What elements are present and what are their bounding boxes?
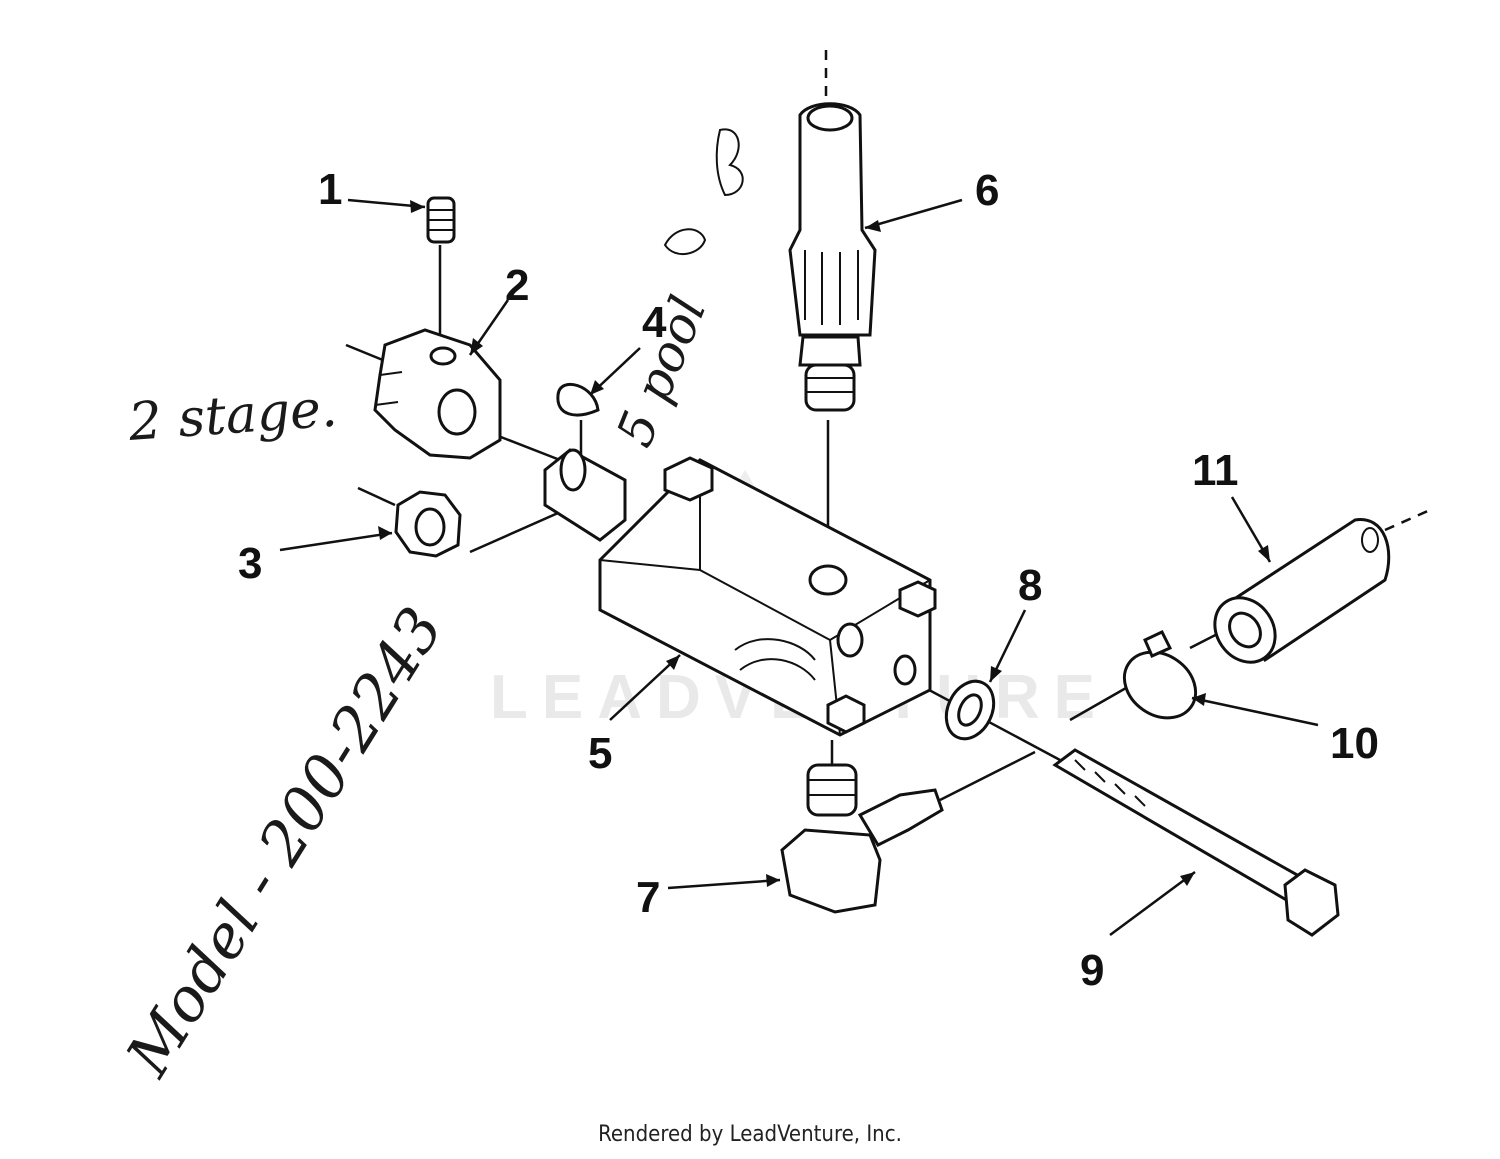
callout-3: 3 — [238, 539, 262, 588]
part-8-lock-washer — [944, 679, 996, 741]
part-6-adjuster — [788, 102, 877, 412]
handwritten-scribble — [663, 128, 744, 255]
part-2-coupler — [373, 328, 502, 460]
callout-1: 1 — [318, 165, 342, 214]
callout-7: 7 — [636, 873, 660, 922]
spool-shaft — [543, 448, 627, 542]
callout-11: 11 — [1192, 446, 1239, 495]
callout-5: 5 — [588, 729, 612, 778]
callout-4: 4 — [642, 298, 667, 347]
part-3-nut — [394, 490, 462, 558]
callout-6: 6 — [975, 166, 999, 215]
part-5-valve-body — [598, 456, 937, 737]
part-9-bolt — [1052, 748, 1340, 937]
handwritten-note-spool: 5 pool — [605, 288, 717, 454]
part-4-key — [556, 382, 600, 417]
callout-10: 10 — [1330, 719, 1379, 768]
callout-8: 8 — [1018, 561, 1042, 610]
callout-2: 2 — [505, 261, 529, 310]
handwritten-note-2-stage: 2 stage. — [126, 379, 339, 453]
part-1-set-screw — [426, 196, 456, 244]
part-11-hose — [1213, 518, 1391, 664]
part-7-elbow-fitting — [780, 763, 944, 914]
handwritten-note-model: Model - 200-2243 — [113, 596, 457, 1089]
callout-9: 9 — [1080, 946, 1104, 995]
footer-credit: Rendered by LeadVenture, Inc. — [598, 1122, 902, 1147]
part-10-hose-clamp — [1122, 630, 1198, 720]
callout-arrows — [279, 198, 1319, 937]
